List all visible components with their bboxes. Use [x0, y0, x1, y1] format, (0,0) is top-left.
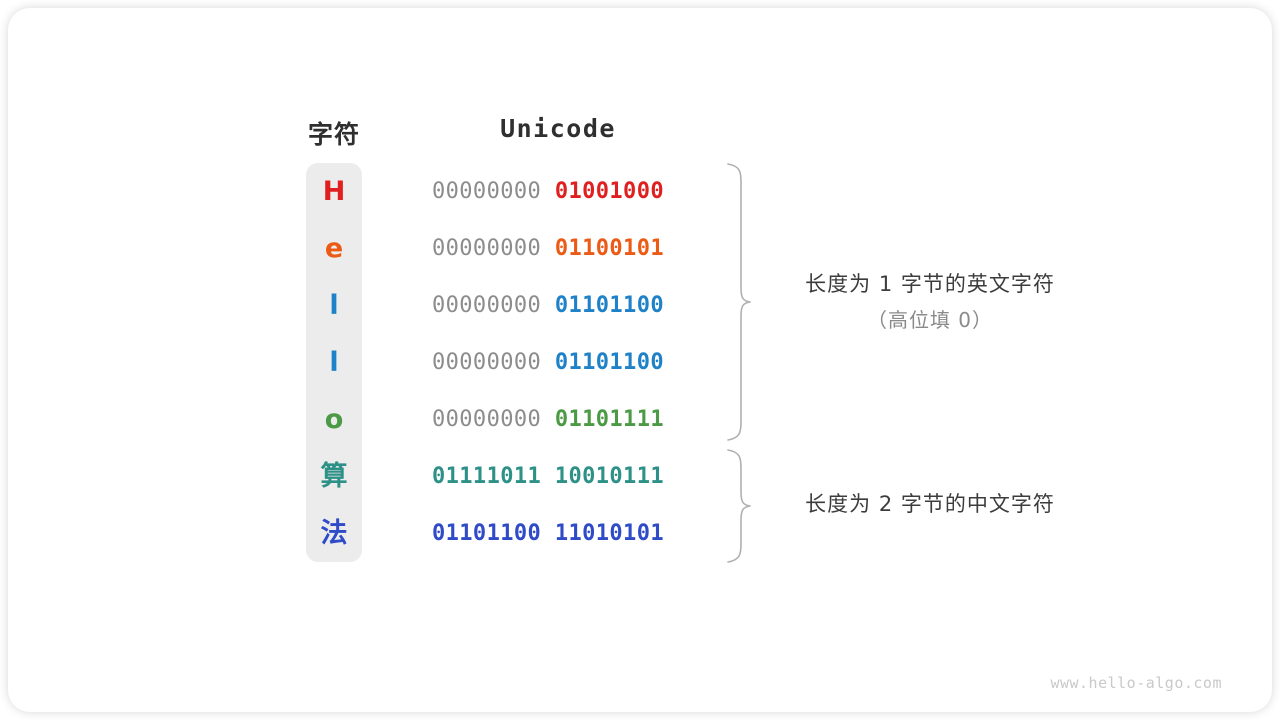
- row-high-byte: 00000000: [432, 350, 542, 375]
- row-low-byte: 01101100: [554, 293, 664, 318]
- row-character: H: [322, 176, 346, 207]
- row-high-byte: 00000000: [432, 179, 542, 204]
- row-low-byte: 01101100: [554, 350, 664, 375]
- annotation-chinese-main: 长度为 2 字节的中文字符: [805, 492, 1055, 516]
- column-header-unicode: Unicode: [500, 114, 616, 143]
- byte-separator: [541, 464, 555, 489]
- watermark: www.hello-algo.com: [1050, 674, 1222, 692]
- byte-separator: [541, 350, 555, 375]
- row-character: l: [329, 290, 339, 321]
- row-character: 法: [320, 518, 348, 549]
- byte-separator: [541, 236, 555, 261]
- row-unicode-bits: 00000000 01101111: [432, 391, 684, 448]
- annotation-english-sub: （高位填 0）: [866, 308, 994, 332]
- annotation-english: 长度为 1 字节的英文字符 （高位填 0）: [780, 268, 1080, 333]
- byte-separator: [541, 293, 555, 318]
- row-high-byte: 01111011: [432, 464, 542, 489]
- row-low-byte: 01001000: [554, 179, 664, 204]
- row-character: o: [324, 404, 344, 435]
- annotation-chinese: 长度为 2 字节的中文字符: [780, 488, 1080, 518]
- row-low-byte: 10010111: [554, 464, 664, 489]
- row-unicode-bits: 00000000 01101100: [432, 277, 684, 334]
- row-unicode-bits: 00000000 01100101: [432, 220, 684, 277]
- character-column-background: [306, 163, 362, 562]
- row-character: e: [324, 233, 344, 264]
- row-high-byte: 00000000: [432, 407, 542, 432]
- row-high-byte: 01101100: [432, 521, 542, 546]
- byte-separator: [541, 407, 555, 432]
- row-low-byte: 11010101: [554, 521, 664, 546]
- annotation-english-main: 长度为 1 字节的英文字符: [805, 272, 1055, 296]
- row-low-byte: 01101111: [554, 407, 664, 432]
- row-high-byte: 00000000: [432, 293, 542, 318]
- row-low-byte: 01100101: [554, 236, 664, 261]
- row-high-byte: 00000000: [432, 236, 542, 261]
- row-character: l: [329, 347, 339, 378]
- figure-card: [8, 8, 1272, 712]
- byte-separator: [541, 179, 555, 204]
- byte-separator: [541, 521, 555, 546]
- row-unicode-bits: 01111011 10010111: [432, 448, 684, 505]
- row-unicode-bits: 00000000 01001000: [432, 163, 684, 220]
- row-character: 算: [320, 461, 348, 492]
- row-unicode-bits: 01101100 11010101: [432, 505, 684, 562]
- column-header-character: 字符: [307, 120, 360, 149]
- row-unicode-bits: 00000000 01101100: [432, 334, 684, 391]
